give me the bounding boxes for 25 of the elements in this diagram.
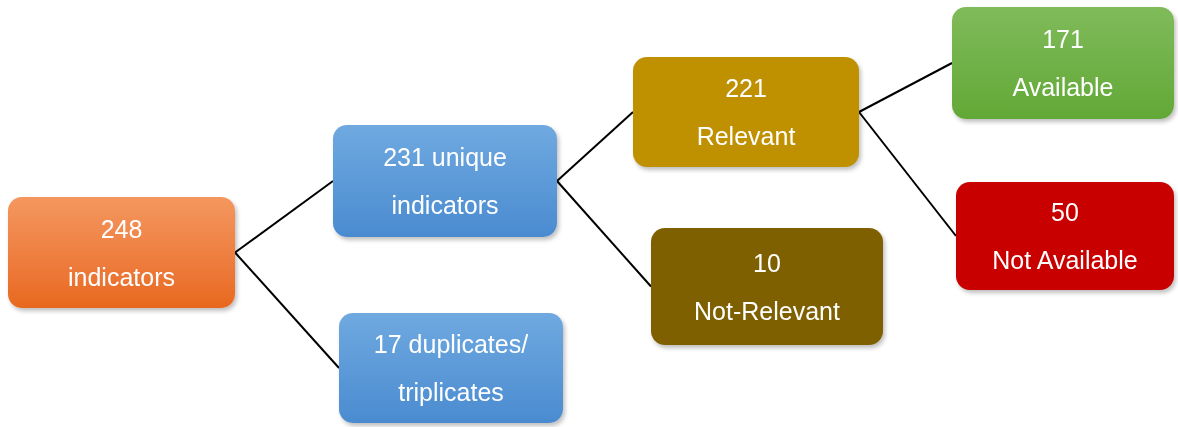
connector-line — [234, 251, 340, 369]
box-label: Relevant — [696, 121, 796, 152]
box-label: 50 — [1051, 197, 1079, 228]
box-label: 17 duplicates/ triplicates — [372, 329, 530, 408]
connector-line — [234, 180, 334, 254]
category-box — [651, 228, 883, 345]
connector-line — [556, 111, 634, 182]
category-box — [956, 182, 1174, 290]
box-label: Not-Relevant — [694, 295, 840, 327]
box-label: 221 — [725, 73, 767, 104]
box-label: 231 unique indicators — [382, 142, 508, 221]
category-box — [633, 57, 859, 167]
category-box — [952, 7, 1174, 119]
category-box — [333, 125, 557, 237]
box-label: indicators — [68, 261, 175, 293]
box-label: 248 — [100, 213, 143, 245]
connector-line — [556, 180, 652, 288]
connector-line — [858, 111, 957, 237]
category-box — [8, 197, 235, 308]
connector-line — [858, 62, 953, 113]
box-label: Not Available — [992, 245, 1138, 276]
box-label: Available — [1012, 72, 1114, 103]
category-box — [339, 313, 563, 423]
box-label: 171 — [1042, 24, 1084, 55]
box-label: 10 — [753, 247, 781, 279]
